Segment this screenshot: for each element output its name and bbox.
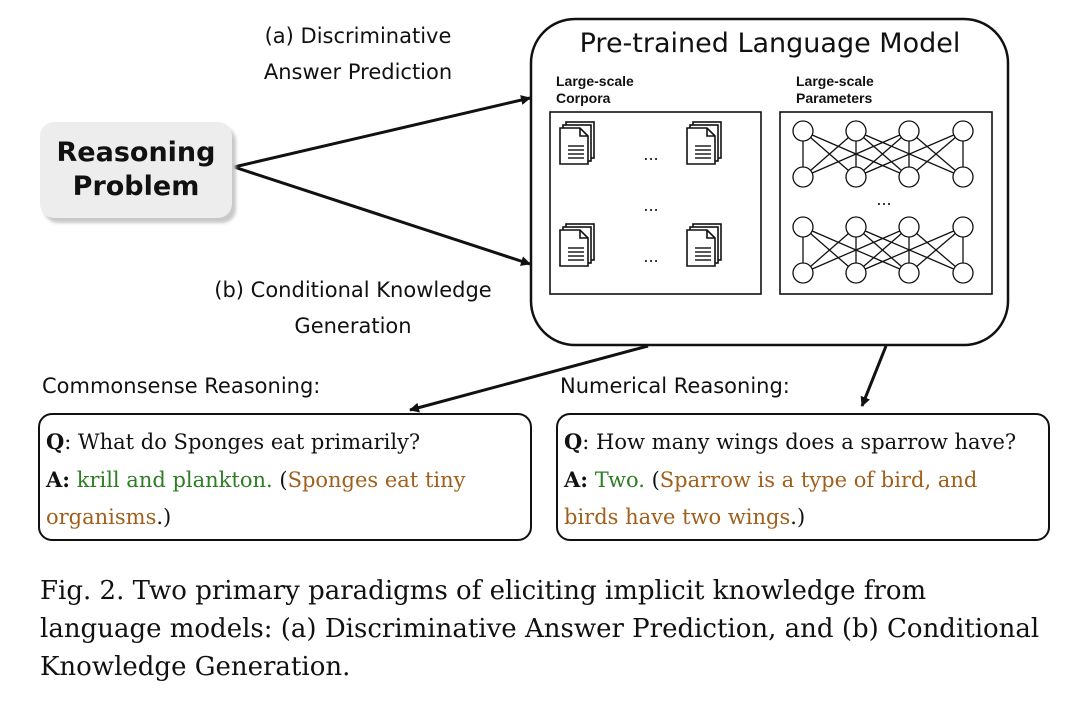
open-paren: ( — [644, 468, 660, 492]
label-b-line2: Generation — [294, 314, 412, 338]
commonsense-question-line: Q: What do Sponges eat primarily? — [46, 423, 520, 461]
q-prefix: Q — [564, 429, 583, 454]
numerical-answer-line: A: Two. (Sparrow is a type of bird, and … — [564, 461, 1038, 536]
arrow-to-numerical — [860, 345, 888, 407]
open-paren: ( — [272, 468, 288, 492]
reasoning-problem-box: Reasoning Problem — [40, 122, 232, 218]
label-conditional: (b) Conditional Knowledge Generation — [198, 272, 508, 344]
numerical-title: Numerical Reasoning: — [560, 374, 790, 398]
label-a-line1: (a) Discriminative — [264, 24, 452, 48]
commonsense-title: Commonsense Reasoning: — [42, 374, 321, 398]
neural-network-icon — [792, 120, 974, 284]
numerical-question-line: Q: How many wings does a sparrow have? — [564, 423, 1038, 461]
reasoning-line1: Reasoning — [56, 137, 216, 168]
explanation-text: Sponges eat tiny — [287, 468, 466, 492]
explanation-text-cont: birds have two wings — [564, 505, 791, 529]
close-paren: .) — [790, 505, 806, 529]
ellipsis-corpora-bottom: ... — [643, 247, 658, 266]
params-line2: Parameters — [796, 90, 873, 106]
label-a-line2: Answer Prediction — [263, 60, 453, 84]
ellipsis-corpora-top: ... — [643, 145, 658, 164]
a-prefix: A: — [564, 467, 589, 492]
answer-text: krill and plankton. — [70, 468, 273, 492]
plm-title: Pre-trained Language Model — [579, 28, 961, 59]
parameters-heading: Large-scale Parameters — [796, 73, 874, 107]
explanation-text-cont: organisms — [46, 505, 157, 529]
ellipsis-parameters: ... — [876, 190, 891, 209]
reasoning-line2: Problem — [72, 171, 200, 202]
question-text: : How many wings does a sparrow have? — [582, 430, 1017, 454]
label-b-line1: (b) Conditional Knowledge — [214, 278, 492, 302]
commonsense-answer-line: A: krill and plankton. (Sponges eat tiny… — [46, 461, 520, 536]
commonsense-qa-box: Q: What do Sponges eat primarily? A: kri… — [38, 413, 532, 541]
numerical-qa-box: Q: How many wings does a sparrow have? A… — [556, 413, 1050, 541]
params-line1: Large-scale — [796, 73, 874, 89]
question-text: : What do Sponges eat primarily? — [64, 430, 421, 454]
corpora-line1: Large-scale — [556, 73, 634, 89]
figure-caption: Fig. 2. Two primary paradigms of eliciti… — [40, 576, 1040, 682]
q-prefix: Q — [46, 429, 65, 454]
corpora-line2: Corpora — [556, 90, 611, 106]
arrow-a — [233, 95, 531, 169]
arrow-to-commonsense — [409, 344, 649, 413]
a-prefix: A: — [46, 467, 71, 492]
close-paren: .) — [156, 505, 172, 529]
explanation-text: Sparrow is a type of bird, and — [659, 468, 978, 492]
arrow-b — [233, 165, 531, 266]
ellipsis-corpora-mid: ... — [643, 196, 658, 215]
label-discriminative: (a) Discriminative Answer Prediction — [248, 18, 468, 90]
answer-text: Two. — [588, 468, 645, 492]
corpora-heading: Large-scale Corpora — [556, 73, 634, 107]
